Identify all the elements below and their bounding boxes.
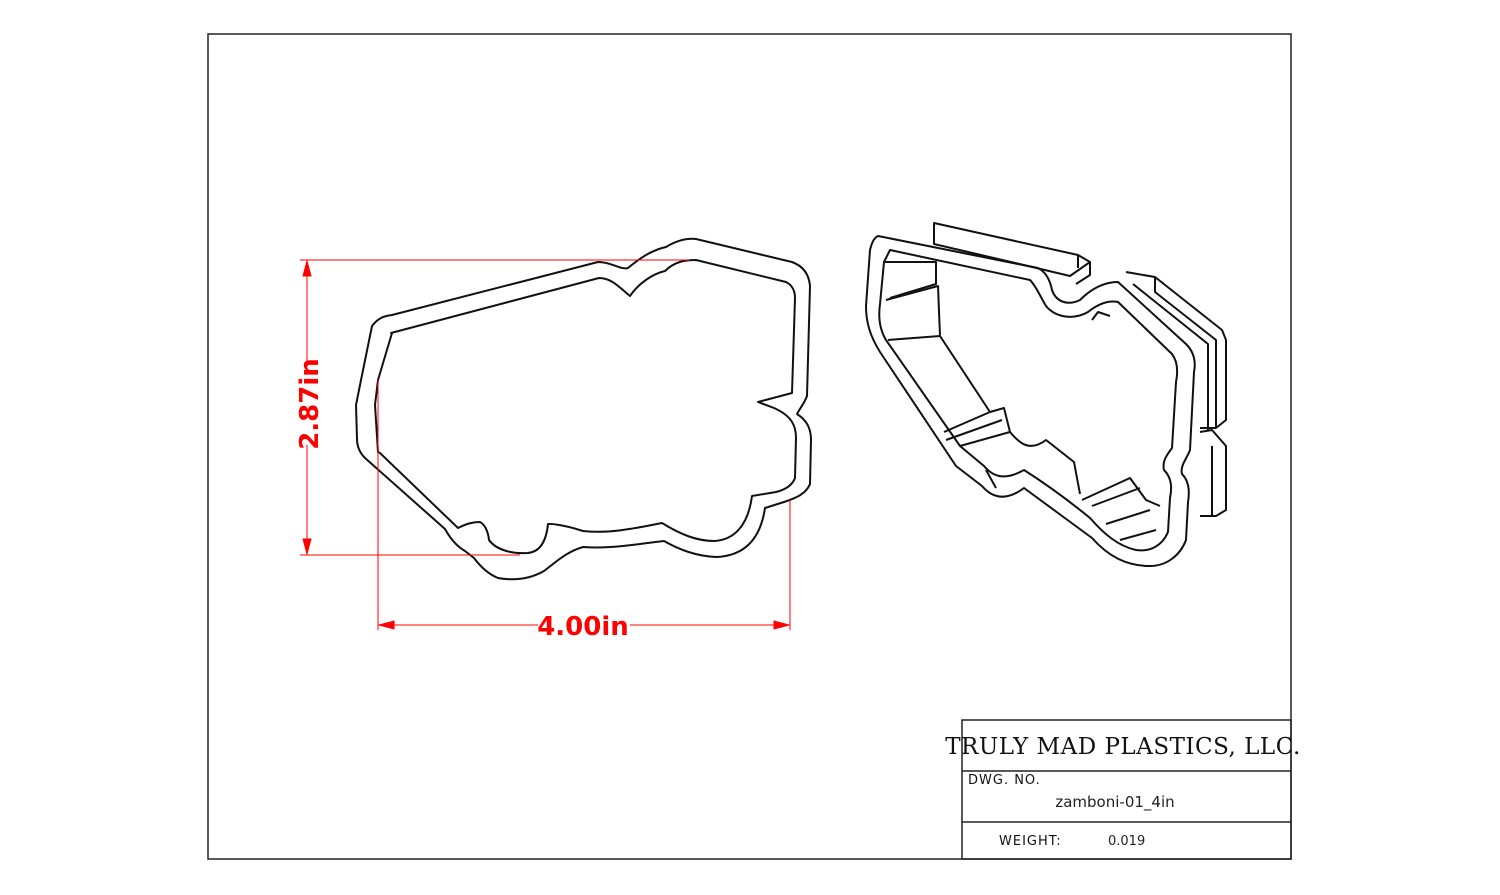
height-dimension-label: 2.87in xyxy=(295,358,325,450)
sheet-border xyxy=(207,33,1292,860)
company-name: TRULY MAD PLASTICS, LLC. xyxy=(945,734,1301,760)
iso-right-block-upper xyxy=(1125,271,1227,429)
iso-inner-wall-bottom xyxy=(1009,431,1081,495)
weight-value: 0.019 xyxy=(1108,834,1145,849)
width-arrow-left xyxy=(377,620,395,630)
title-block: TRULY MAD PLASTICS, LLC. DWG. NO. zambon… xyxy=(945,719,1301,860)
height-arrow-bottom xyxy=(302,538,312,556)
iso-right-block-lower xyxy=(1199,429,1227,517)
dwg-no-value: zamboni-01_4in xyxy=(1055,793,1174,812)
iso-inner-wall-left xyxy=(884,261,937,299)
height-arrow-top xyxy=(302,259,312,277)
cutter-outline-view xyxy=(355,237,812,581)
iso-inner-rim xyxy=(878,249,1179,552)
width-arrow-right xyxy=(773,620,791,630)
iso-outer-rim xyxy=(865,235,1196,567)
cutter-inner-contour xyxy=(374,259,797,555)
cutter-outer-contour xyxy=(355,237,812,581)
width-dimension-label: 4.00in xyxy=(537,612,629,642)
iso-back-slab xyxy=(933,222,1091,277)
cutter-isometric-view xyxy=(865,222,1227,567)
dwg-no-label: DWG. NO. xyxy=(968,773,1041,788)
dimension-annotations xyxy=(300,259,791,630)
weight-label: WEIGHT: xyxy=(999,834,1062,849)
